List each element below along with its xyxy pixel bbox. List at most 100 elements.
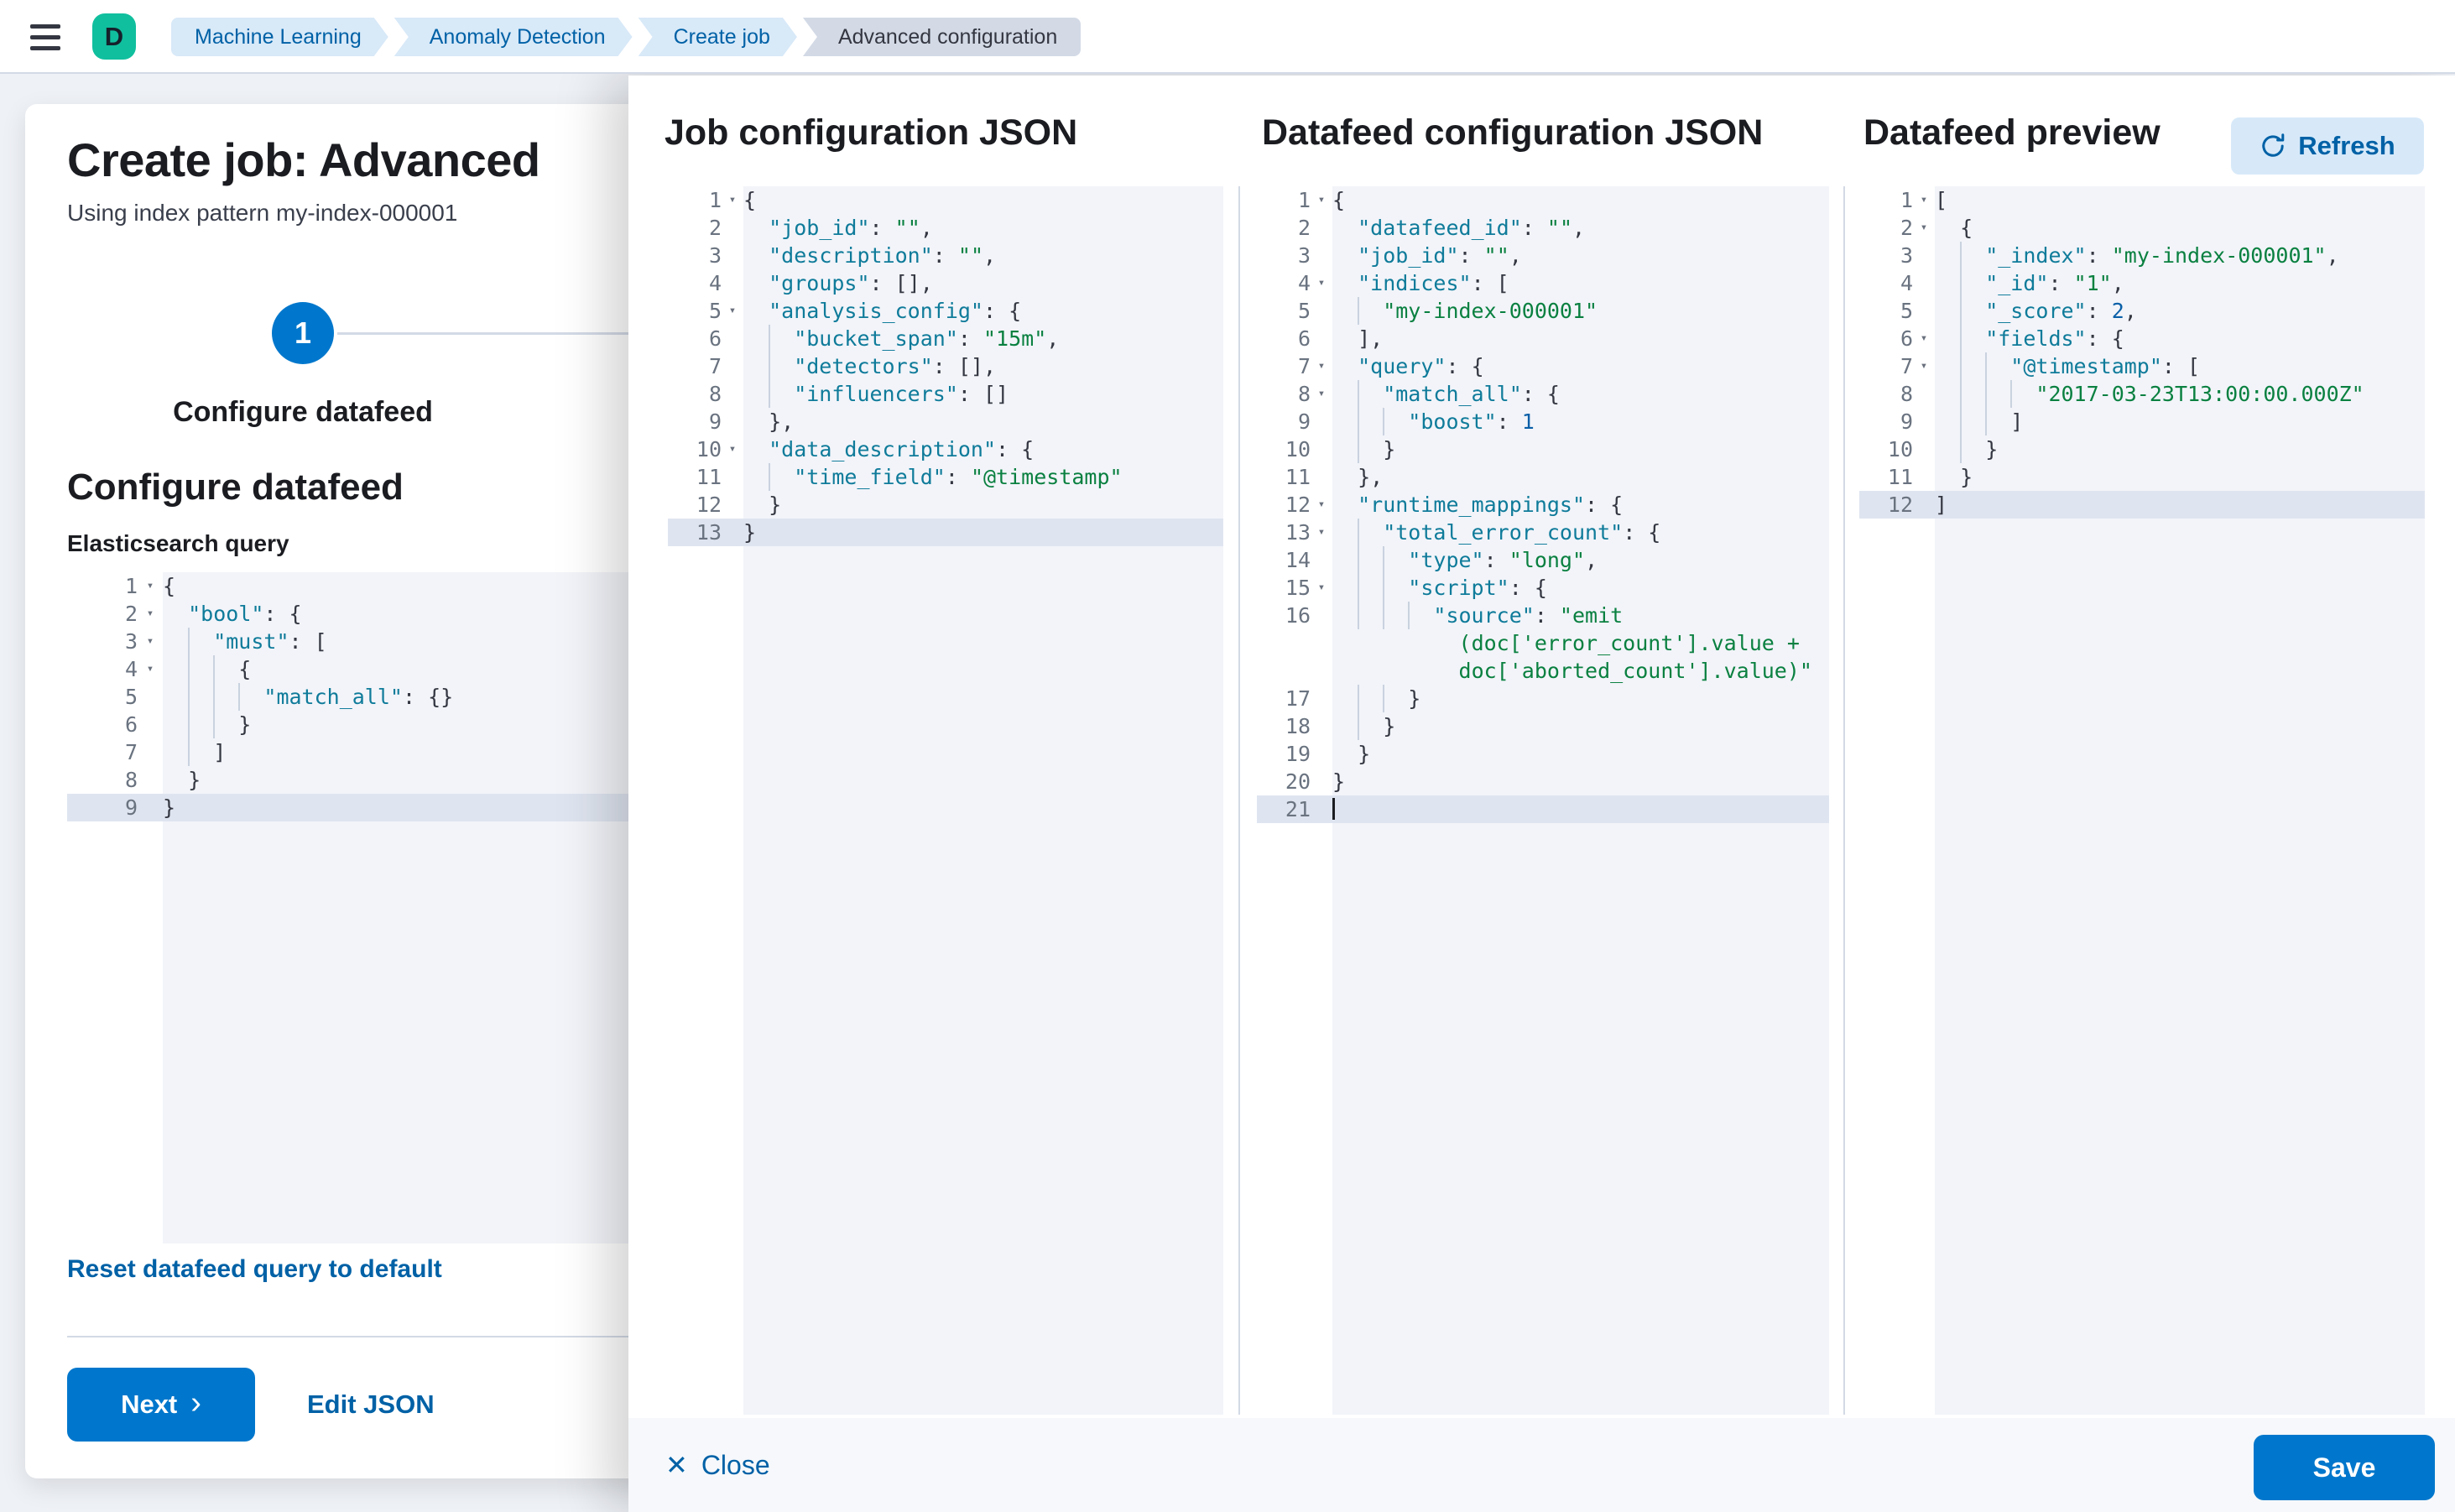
fold-spacer	[138, 683, 163, 711]
breadcrumb-anomaly-detection[interactable]: Anomaly Detection	[394, 18, 633, 56]
edit-json-link[interactable]: Edit JSON	[307, 1389, 435, 1419]
datafeed-configuration-title: Datafeed configuration JSON	[1262, 112, 1764, 153]
reset-datafeed-query-link[interactable]: Reset datafeed query to default	[67, 1255, 442, 1283]
fold-toggle-icon[interactable]: ▾	[1920, 359, 1928, 373]
page-title: Create job: Advanced	[67, 133, 540, 186]
code-line: 9 "boost": 1	[1297, 408, 1535, 435]
fold-spacer	[1913, 380, 1935, 408]
datafeed-configuration-editor[interactable]: 1▾{2 "datafeed_id": "",3 "job_id": "",4▾…	[1257, 186, 1829, 1415]
column-divider	[1238, 186, 1240, 1415]
code-line: 6 }	[124, 711, 252, 738]
code-line: 7 "detectors": [],	[708, 352, 997, 380]
space-avatar[interactable]: D	[92, 13, 136, 60]
code-line: 3▾ "must": [	[124, 628, 327, 655]
breadcrumb-machine-learning[interactable]: Machine Learning	[171, 18, 388, 56]
code-line: doc['aborted_count'].value)"	[1257, 657, 1829, 685]
job-configuration-editor[interactable]: 1▾{2 "job_id": "",3 "description": "",4 …	[668, 186, 1223, 1415]
code-line: 15▾ "script": {	[1285, 574, 1547, 602]
wizard-step-1-label: Configure datafeed	[173, 396, 433, 428]
code-line: 3 "job_id": "",	[1297, 242, 1522, 269]
fold-spacer	[722, 519, 743, 546]
hamburger-menu-icon[interactable]	[30, 18, 67, 55]
fold-toggle-icon[interactable]: ▾	[1317, 581, 1326, 594]
fold-spacer	[722, 325, 743, 352]
code-line: 5 "match_all": {}	[124, 683, 454, 711]
code-line: 7▾ "query": {	[1297, 354, 1484, 378]
fold-spacer	[1913, 408, 1935, 435]
code-line: 2 "datafeed_id": "",	[1297, 214, 1586, 242]
fold-spacer	[1311, 214, 1332, 242]
breadcrumb-advanced-configuration: Advanced configuration	[802, 18, 1082, 56]
fold-toggle-icon[interactable]: ▾	[728, 304, 737, 317]
fold-toggle-icon[interactable]: ▾	[1317, 525, 1326, 539]
code-line: 16 "source": "emit	[1285, 602, 1624, 629]
fold-toggle-icon[interactable]: ▾	[1317, 276, 1326, 289]
code-line: 4▾ "indices": [	[1297, 271, 1509, 295]
code-line: 4 "_id": "1",	[1900, 269, 2124, 297]
fold-spacer	[1311, 408, 1332, 435]
fold-spacer	[722, 491, 743, 519]
code-line: 13}	[668, 519, 1223, 546]
code-line: 4 "groups": [],	[708, 269, 933, 297]
code-line: 10▾ "data_description": {	[696, 437, 1035, 461]
code-line: 9 },	[708, 408, 795, 435]
refresh-button[interactable]: Refresh	[2231, 117, 2424, 175]
fold-spacer	[138, 738, 163, 766]
fold-toggle-icon[interactable]: ▾	[1317, 387, 1326, 400]
code-line: 12]	[1859, 491, 2425, 519]
code-line: (doc['error_count'].value +	[1257, 629, 1829, 657]
index-pattern-subtitle: Using index pattern my-index-000001	[67, 200, 458, 226]
fold-toggle-icon[interactable]: ▾	[1920, 221, 1928, 234]
fold-spacer	[1311, 297, 1332, 325]
panel-divider	[67, 1336, 923, 1337]
fold-toggle-icon[interactable]: ▾	[1920, 331, 1928, 345]
fold-toggle-icon[interactable]: ▾	[1317, 193, 1326, 206]
fold-toggle-icon[interactable]: ▾	[728, 442, 737, 456]
save-button[interactable]: Save	[2254, 1435, 2435, 1500]
text-cursor	[1332, 798, 1335, 820]
wizard-step-1-indicator[interactable]: 1	[272, 302, 334, 364]
fold-toggle-icon[interactable]: ▾	[728, 193, 737, 206]
fold-spacer	[138, 794, 163, 821]
fold-spacer	[1311, 325, 1332, 352]
flyout-footer: ✕ Close	[628, 1418, 2455, 1512]
fold-toggle-icon[interactable]: ▾	[146, 579, 154, 592]
fold-spacer	[722, 463, 743, 491]
fold-spacer	[1311, 242, 1332, 269]
fold-spacer	[722, 408, 743, 435]
code-line: 8▾ "match_all": {	[1297, 380, 1560, 408]
code-line: 11 "time_field": "@timestamp"	[696, 463, 1123, 491]
breadcrumb-create-job[interactable]: Create job	[639, 18, 797, 56]
code-line: 4▾ {	[124, 655, 252, 683]
code-line: 8 }	[124, 768, 201, 792]
refresh-button-label: Refresh	[2298, 131, 2395, 160]
next-button[interactable]: Next ›	[67, 1368, 255, 1442]
refresh-icon	[2262, 133, 2285, 157]
fold-toggle-icon[interactable]: ▾	[146, 634, 154, 648]
code-line: 18 }	[1285, 712, 1396, 740]
fold-spacer	[1311, 629, 1332, 657]
elasticsearch-query-label: Elasticsearch query	[67, 530, 289, 556]
fold-toggle-icon[interactable]: ▾	[146, 607, 154, 620]
datafeed-preview-title: Datafeed preview	[1863, 112, 2161, 153]
code-line: 20}	[1285, 769, 1346, 794]
datafeed-preview-editor[interactable]: 1▾[2▾ {3 "_index": "my-index-000001",4 "…	[1859, 186, 2425, 1415]
code-line: 5 "_score": 2,	[1900, 297, 2137, 325]
fold-spacer	[722, 269, 743, 297]
code-line: 7 ]	[124, 738, 227, 766]
fold-toggle-icon[interactable]: ▾	[146, 662, 154, 675]
fold-toggle-icon[interactable]: ▾	[1317, 498, 1326, 511]
fold-toggle-icon[interactable]: ▾	[1920, 193, 1928, 206]
fold-spacer	[1311, 602, 1332, 629]
fold-spacer	[1913, 435, 1935, 463]
fold-toggle-icon[interactable]: ▾	[1317, 359, 1326, 373]
fold-spacer	[722, 352, 743, 380]
code-line: 9 ]	[1900, 408, 2024, 435]
job-configuration-title: Job configuration JSON	[665, 112, 1078, 153]
close-button[interactable]: ✕ Close	[665, 1418, 770, 1512]
fold-spacer	[1311, 463, 1332, 491]
arrow-right-icon: ›	[190, 1385, 201, 1421]
fold-spacer	[722, 380, 743, 408]
code-line: 2 "job_id": "",	[708, 216, 933, 240]
